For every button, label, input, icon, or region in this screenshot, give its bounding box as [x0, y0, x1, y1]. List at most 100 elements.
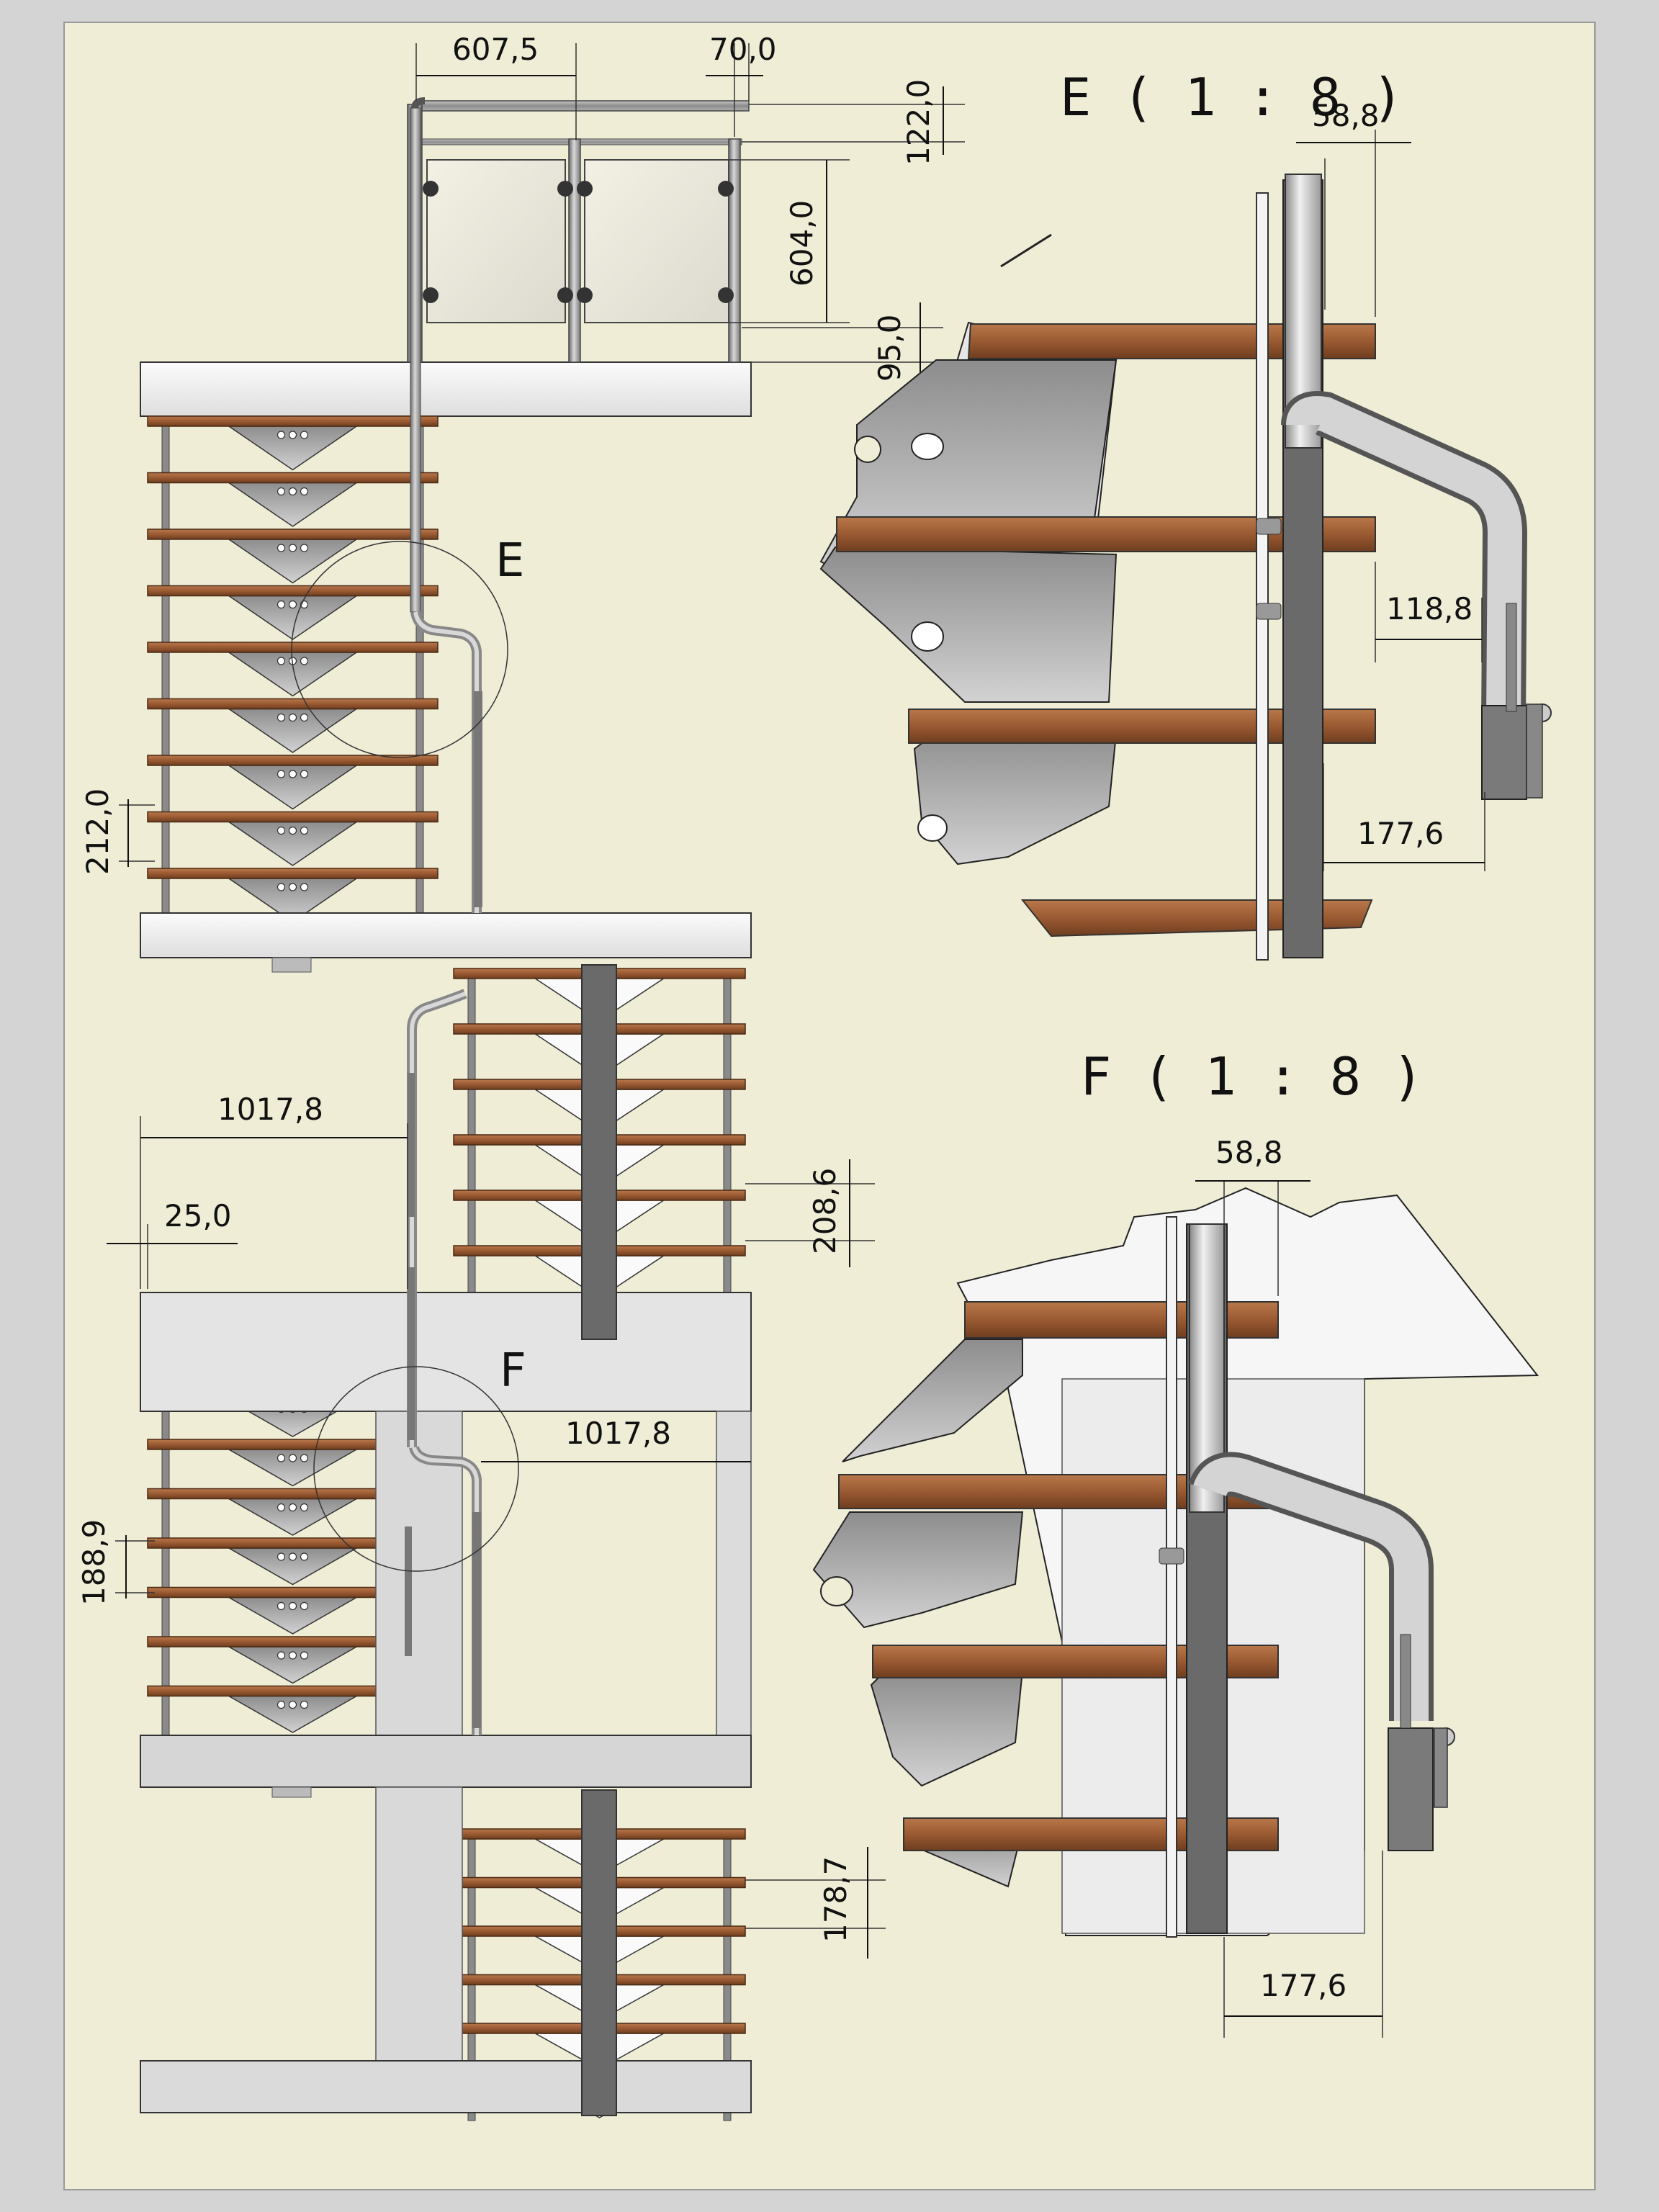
detail-f-view: [812, 1187, 1539, 1938]
detail-e-dimensions: [1296, 130, 1485, 871]
dim-rise-mid: 208,6: [807, 1168, 842, 1254]
tread-post: [161, 1694, 170, 1736]
tread-post: [723, 1983, 732, 2024]
wood-tread: [147, 472, 439, 484]
tread-post: [161, 594, 170, 643]
wood-tread: [147, 868, 439, 879]
dim-glass-bottom: 95,0: [872, 314, 907, 382]
detail-f-dimensions: [1195, 1180, 1383, 2038]
bolt-hole: [288, 487, 297, 496]
bolt-hole: [300, 487, 309, 496]
detail-f-distance: 177,6: [1260, 1968, 1346, 2003]
tread-post: [467, 1886, 476, 1927]
tread-post: [415, 820, 424, 869]
upper-stair-flight: [147, 415, 439, 925]
bolt-hole: [276, 657, 286, 665]
bolt-hole: [300, 1552, 309, 1561]
bolt-hole: [276, 487, 286, 496]
detail-e-title: E ( 1 : 8 ): [1060, 67, 1403, 127]
bolt-hole: [288, 1601, 297, 1611]
tread-post: [161, 1497, 170, 1539]
bolt-hole: [288, 713, 297, 722]
tread-post: [415, 650, 424, 699]
wood-tread: [147, 642, 439, 653]
tread-post: [161, 1447, 170, 1489]
bolt-hole: [288, 1503, 297, 1512]
bolt-hole: [300, 1601, 309, 1611]
detail-f-title: F ( 1 : 8 ): [1080, 1046, 1424, 1107]
detail-e-tube-diameter: 58,8: [1312, 98, 1380, 133]
tread-post: [723, 1087, 732, 1136]
tread-post: [467, 1983, 476, 2024]
tread-post: [415, 707, 424, 756]
bolt-hole: [300, 1700, 309, 1709]
dim-glass-height: 604,0: [784, 200, 819, 287]
detail-e-distance: 177,6: [1357, 816, 1444, 851]
tread-post: [161, 820, 170, 869]
detail-circle-e: [291, 541, 508, 758]
dim-top-width: 607,5: [452, 32, 539, 67]
tread-post: [723, 1886, 732, 1927]
bolt-hole: [300, 770, 309, 778]
bolt-hole: [276, 1552, 286, 1561]
bolt-hole: [300, 1454, 309, 1462]
bolt-hole: [276, 1503, 286, 1512]
dim-post-offset: 70,0: [709, 32, 777, 67]
tread-post: [723, 1143, 732, 1191]
tread-post: [467, 1837, 476, 1878]
dim-wall-offset: 25,0: [164, 1198, 232, 1233]
tread-post: [723, 1837, 732, 1878]
tread-post: [723, 1032, 732, 1080]
bolt-hole: [300, 1503, 309, 1512]
dim-rise-bottom: 178,7: [818, 1856, 853, 1943]
bolt-hole: [276, 1700, 286, 1709]
bolt-hole: [300, 431, 309, 439]
bolt-hole: [288, 1552, 297, 1561]
tread-post: [723, 1198, 732, 1246]
wood-tread: [147, 585, 439, 597]
tread-post: [161, 1546, 170, 1588]
bolt-hole: [288, 1454, 297, 1462]
tread-post: [467, 1087, 476, 1136]
bolt-hole: [288, 600, 297, 609]
bolt-hole: [288, 544, 297, 552]
tread-post: [161, 763, 170, 812]
tread-post: [723, 976, 732, 1025]
wood-tread: [147, 529, 439, 540]
detail-circle-f: [313, 1366, 519, 1572]
bolt-hole: [300, 544, 309, 552]
bolt-hole: [288, 883, 297, 891]
callout-e: E: [495, 534, 524, 588]
bolt-hole: [288, 1651, 297, 1660]
bolt-hole: [288, 826, 297, 835]
wood-tread: [147, 755, 439, 766]
bolt-hole: [276, 1601, 286, 1611]
callout-f: F: [500, 1344, 526, 1398]
tread-post: [467, 1934, 476, 1975]
wood-tread: [147, 698, 439, 710]
bolt-hole: [276, 883, 286, 891]
tread-post: [161, 424, 170, 473]
tread-post: [161, 481, 170, 530]
tread-post: [467, 1143, 476, 1191]
handrail-system: [405, 97, 617, 2116]
bolt-hole: [276, 713, 286, 722]
dim-opening-width: 1017,8: [565, 1416, 671, 1451]
dim-rise-lower: 188,9: [76, 1519, 112, 1606]
tread-post: [415, 763, 424, 812]
bolt-hole: [276, 1651, 286, 1660]
tread-post: [467, 1198, 476, 1246]
bolt-hole: [300, 713, 309, 722]
dimension-lines: [107, 43, 965, 1959]
bolt-hole: [300, 1651, 309, 1660]
dim-landing-width: 1017,8: [217, 1092, 323, 1127]
bolt-hole: [288, 1700, 297, 1709]
bolt-hole: [300, 826, 309, 835]
tread-post: [161, 1645, 170, 1686]
bolt-hole: [276, 544, 286, 552]
bolt-hole: [276, 826, 286, 835]
detail-f-tube-diameter: 58,8: [1215, 1135, 1283, 1170]
tread-post: [161, 650, 170, 699]
tread-post: [467, 1032, 476, 1080]
